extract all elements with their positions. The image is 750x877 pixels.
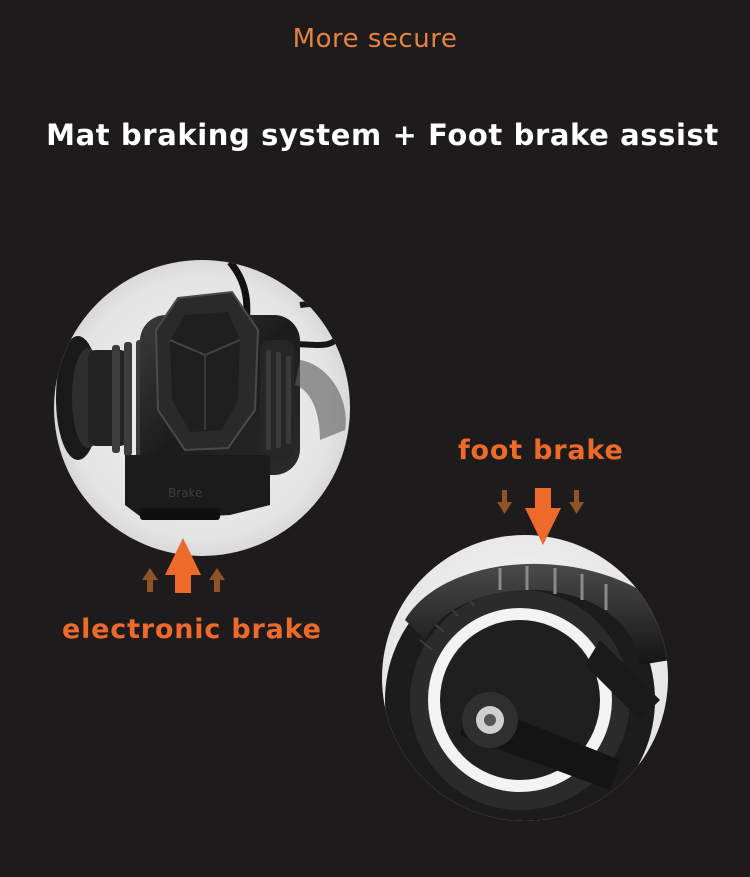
electronic-brake-arrows [142, 538, 225, 593]
arrow-up-icon [142, 568, 158, 592]
electronic-brake-label: electronic brake [62, 614, 322, 645]
foot-brake-photo [382, 535, 668, 821]
arrow-down-icon [525, 488, 561, 545]
motor-brake-photo: Brake [54, 260, 350, 556]
embossed-brake-text: Brake [168, 486, 202, 500]
arrow-down-icon [497, 490, 512, 514]
arrow-down-icon [569, 490, 584, 514]
foot-brake-label: foot brake [458, 435, 624, 466]
arrow-up-icon [209, 568, 225, 592]
page-title: Mat braking system + Foot brake assist [46, 118, 719, 152]
foot-brake-arrows [497, 488, 584, 545]
arrow-up-icon [165, 538, 201, 593]
page-subtitle: More secure [292, 24, 458, 54]
